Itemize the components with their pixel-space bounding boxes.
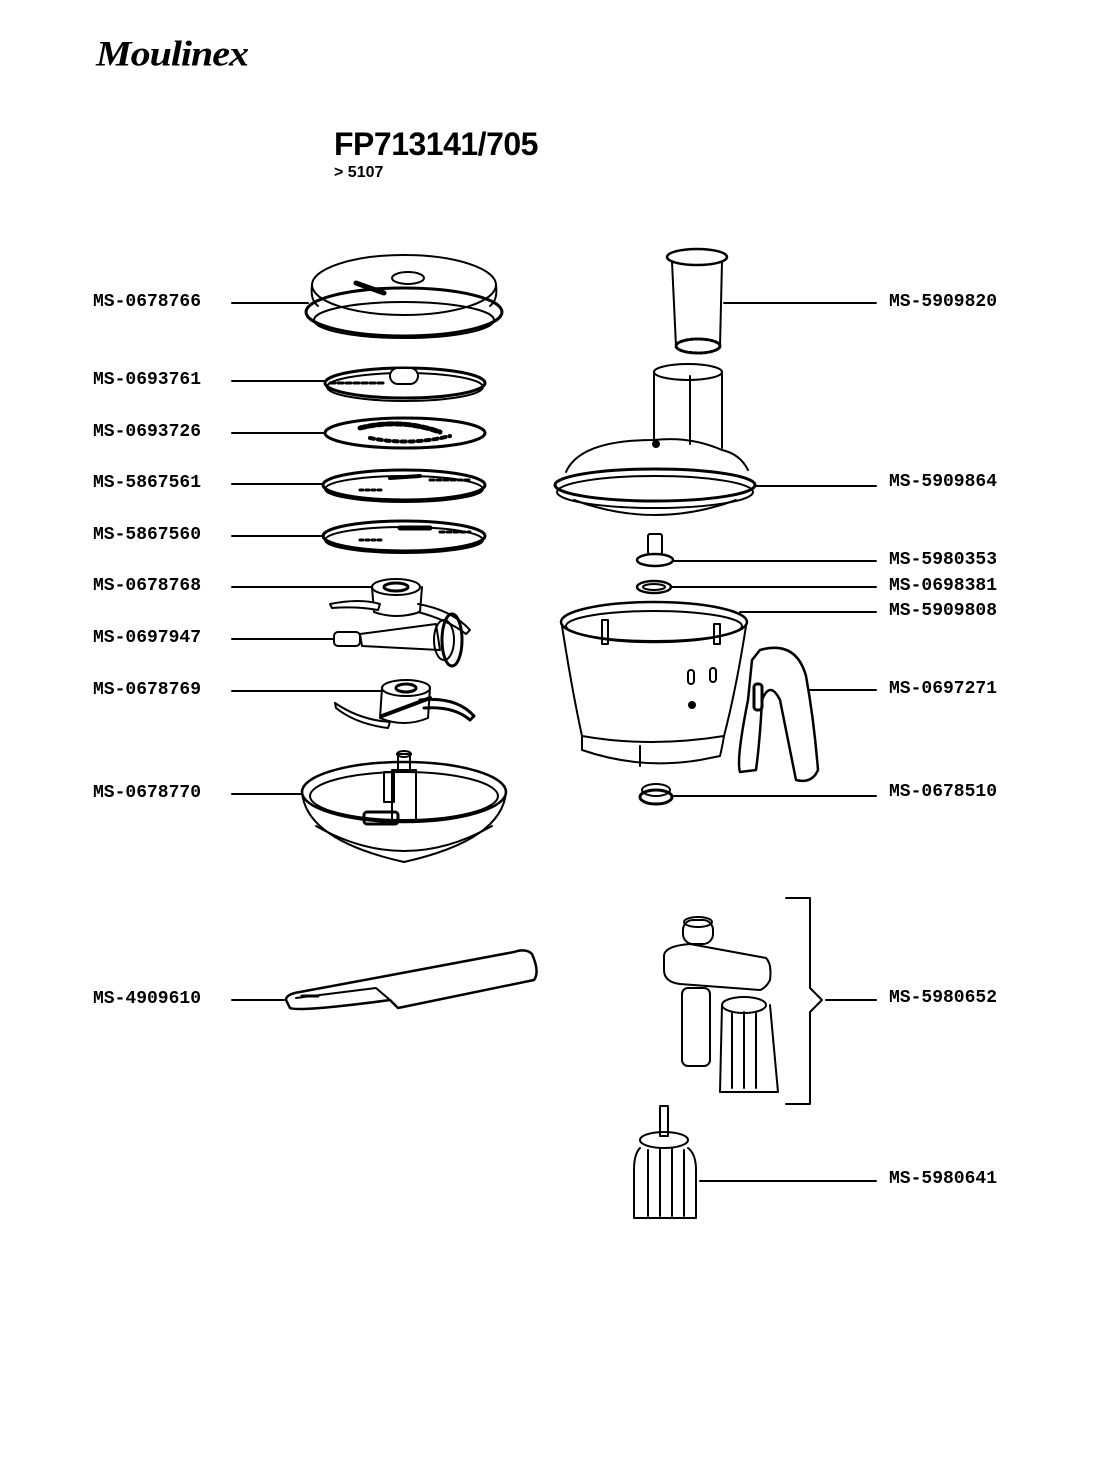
part-label-seal-ring: MS-0698381 — [889, 576, 998, 596]
part-label-lower-blade: MS-0678769 — [93, 680, 202, 700]
pusher-drawing — [665, 247, 729, 355]
part-label-handle: MS-0697271 — [889, 679, 998, 699]
part-label-bowl-foot: MS-0678510 — [889, 782, 998, 802]
part-label-mini-bowl: MS-0678770 — [93, 783, 202, 803]
part-label-whisk: MS-5980641 — [889, 1169, 998, 1189]
bowl-drawing — [559, 600, 749, 767]
part-label-whisk-assembly: MS-5980652 — [889, 988, 998, 1008]
disc-coarse-drawing — [321, 519, 487, 554]
part-label-grating-disc: MS-0693726 — [93, 422, 202, 442]
mini-bowl-drawing — [300, 750, 508, 863]
serial-range: > 5107 — [334, 164, 384, 181]
part-label-pusher: MS-5909820 — [889, 292, 998, 312]
seal-ring-drawing — [635, 579, 673, 595]
drive-shaft-drawing — [315, 612, 464, 668]
coupling-drawing — [635, 533, 675, 568]
lower-blade-drawing — [334, 679, 476, 729]
leader-lines-right — [671, 302, 877, 1182]
disc-fine-drawing — [321, 468, 487, 503]
part-label-bowl-lid: MS-5909864 — [889, 472, 998, 492]
part-label-lid: MS-0678766 — [93, 292, 202, 312]
bowl-foot-drawing — [638, 783, 674, 806]
leader-lines-left — [231, 302, 385, 1001]
part-label-disc-coarse: MS-5867560 — [93, 525, 202, 545]
part-label-coupling: MS-5980353 — [889, 550, 998, 570]
whisk-assembly-drawing — [663, 916, 779, 1093]
spatula-drawing — [284, 949, 538, 1011]
whisk-drawing — [633, 1105, 697, 1219]
brand-logo: Moulinex — [96, 33, 249, 74]
handle-drawing — [737, 646, 820, 783]
lid-drawing — [304, 254, 504, 339]
model-number: FP713141/705 — [334, 126, 538, 162]
part-label-spatula: MS-4909610 — [93, 989, 202, 1009]
bracket-whisk-assembly — [785, 897, 823, 1105]
bowl-lid-drawing — [553, 363, 757, 516]
part-label-slicing-disc: MS-0693761 — [93, 370, 202, 390]
part-label-disc-fine: MS-5867561 — [93, 473, 202, 493]
part-label-upper-blade: MS-0678768 — [93, 576, 202, 596]
part-label-bowl: MS-5909808 — [889, 601, 998, 621]
upper-blade-drawing — [329, 578, 471, 635]
part-label-drive-shaft: MS-0697947 — [93, 628, 202, 648]
grating-disc-drawing — [323, 416, 487, 450]
slicing-disc-drawing — [323, 366, 487, 402]
